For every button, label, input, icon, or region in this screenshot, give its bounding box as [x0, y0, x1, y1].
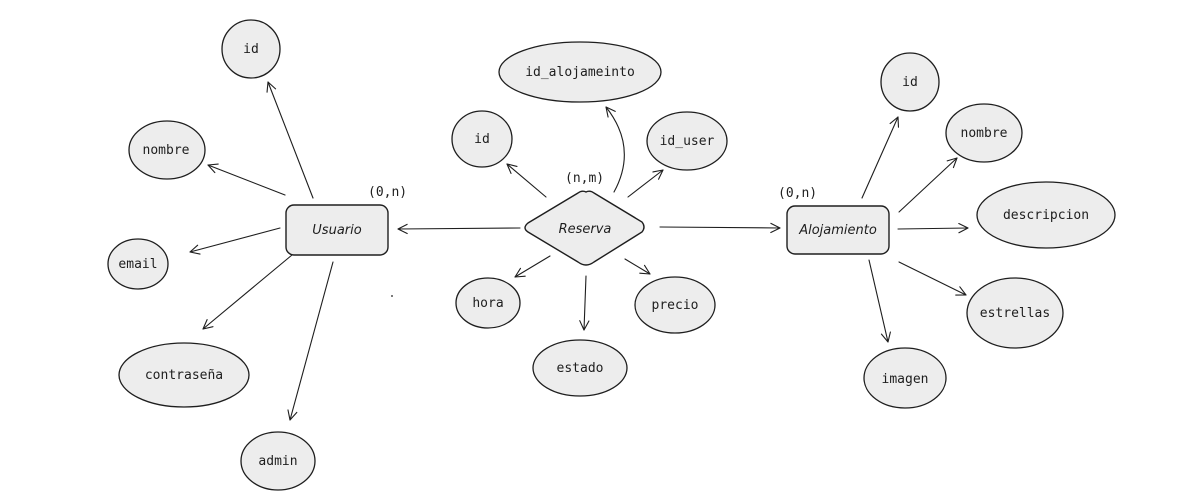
- edge-alojamiento-imagen: [868, 259, 891, 343]
- attr-reserva-hora-shape: [455, 277, 521, 329]
- entity-alojamiento-label: Alojamiento: [798, 223, 877, 238]
- edge-reserva-precio: [624, 258, 651, 275]
- attr-reserva-id-alojamiento-shape: [498, 41, 662, 103]
- attr-usuario-email-shape: [107, 238, 169, 290]
- attr-reserva-estado[interactable]: estado: [532, 339, 628, 397]
- connectors: [189, 81, 969, 421]
- attr-reserva-estado-label: estado: [557, 361, 604, 376]
- attr-alojamiento-estrellas-shape: [966, 277, 1064, 349]
- entity-usuario-label: Usuario: [312, 223, 361, 238]
- attr-reserva-hora[interactable]: hora: [455, 277, 521, 329]
- attr-alojamiento-imagen-shape: [863, 347, 947, 409]
- relationship-reserva-label: Reserva: [559, 222, 612, 237]
- attr-reserva-estado-shape: [532, 339, 628, 397]
- attr-reserva-id-user-shape: [646, 111, 728, 171]
- edge-usuario-id: [266, 81, 314, 199]
- edge-usuario-admin: [287, 261, 334, 421]
- edge-reserva-alojamiento: [659, 222, 781, 234]
- attr-reserva-id-user-label: id_user: [660, 134, 715, 149]
- attr-usuario-email[interactable]: email: [107, 238, 169, 290]
- attr-usuario-nombre[interactable]: nombre: [128, 120, 206, 180]
- cardinality-alojamiento: (0,n): [778, 186, 817, 201]
- attr-usuario-id[interactable]: id: [221, 19, 281, 79]
- attr-usuario-admin[interactable]: admin: [240, 431, 316, 491]
- attr-alojamiento-descripcion[interactable]: descripcion: [976, 181, 1116, 249]
- edge-reserva-estado: [579, 275, 590, 331]
- attr-alojamiento-nombre-shape: [945, 103, 1023, 163]
- attr-alojamiento-id[interactable]: id: [880, 52, 940, 112]
- attr-usuario-admin-shape: [240, 431, 316, 491]
- edge-alojamiento-estrellas: [898, 261, 967, 296]
- attr-usuario-contrasena-label: contraseña: [145, 368, 223, 383]
- cardinality-reserva: (n,m): [565, 171, 604, 186]
- entity-usuario-box: [285, 204, 389, 256]
- edge-usuario-email: [189, 227, 281, 255]
- entity-usuario[interactable]: Usuario: [285, 204, 389, 256]
- entity-alojamiento[interactable]: Alojamiento: [786, 205, 890, 255]
- edge-alojamiento-descripcion: [897, 222, 969, 234]
- attr-alojamiento-nombre[interactable]: nombre: [945, 103, 1023, 163]
- attr-usuario-nombre-label: nombre: [143, 143, 190, 158]
- edge-reserva-id-alojamiento: [605, 106, 625, 193]
- edge-usuario-nombre: [207, 163, 286, 196]
- attr-alojamiento-descripcion-label: descripcion: [1003, 208, 1089, 223]
- relationship-reserva[interactable]: Reserva: [524, 190, 645, 266]
- edge-alojamiento-nombre: [898, 157, 958, 213]
- attr-reserva-id-alojamiento-label: id_alojameinto: [525, 65, 635, 80]
- attr-usuario-contrasena[interactable]: contraseña: [118, 342, 250, 408]
- attr-reserva-id-user[interactable]: id_user: [646, 111, 728, 171]
- attr-reserva-id-shape: [451, 110, 513, 168]
- attr-reserva-id-label: id: [474, 132, 490, 147]
- attr-usuario-id-shape: [221, 19, 281, 79]
- attr-reserva-precio-shape: [634, 276, 716, 334]
- attr-reserva-id[interactable]: id: [451, 110, 513, 168]
- attr-usuario-admin-label: admin: [258, 454, 297, 469]
- stray-dot: [391, 295, 393, 297]
- entity-alojamiento-box: [786, 205, 890, 255]
- attr-alojamiento-id-label: id: [902, 75, 918, 90]
- cardinality-usuario: (0,n): [368, 185, 407, 200]
- attr-reserva-precio[interactable]: precio: [634, 276, 716, 334]
- edge-usuario-contrasena: [202, 254, 293, 330]
- attr-alojamiento-nombre-label: nombre: [961, 126, 1008, 141]
- edge-reserva-id-user: [627, 169, 664, 198]
- attr-usuario-contrasena-shape: [118, 342, 250, 408]
- attr-usuario-id-label: id: [243, 42, 259, 57]
- attr-alojamiento-id-shape: [880, 52, 940, 112]
- edge-reserva-id: [506, 163, 547, 198]
- edge-alojamiento-id: [861, 116, 900, 199]
- attr-alojamiento-estrellas-label: estrellas: [980, 306, 1050, 321]
- relationship-reserva-shape: [524, 190, 645, 266]
- attr-usuario-nombre-shape: [128, 120, 206, 180]
- attr-reserva-precio-label: precio: [652, 298, 699, 313]
- attr-reserva-id-alojamiento[interactable]: id_alojameinto: [498, 41, 662, 103]
- edge-reserva-usuario: [397, 223, 521, 235]
- attr-alojamiento-imagen-label: imagen: [882, 372, 929, 387]
- attr-alojamiento-estrellas[interactable]: estrellas: [966, 277, 1064, 349]
- attr-alojamiento-imagen[interactable]: imagen: [863, 347, 947, 409]
- attr-usuario-email-label: email: [118, 257, 157, 272]
- attr-alojamiento-descripcion-shape: [976, 181, 1116, 249]
- attr-reserva-hora-label: hora: [472, 296, 503, 311]
- edge-reserva-hora: [514, 255, 551, 278]
